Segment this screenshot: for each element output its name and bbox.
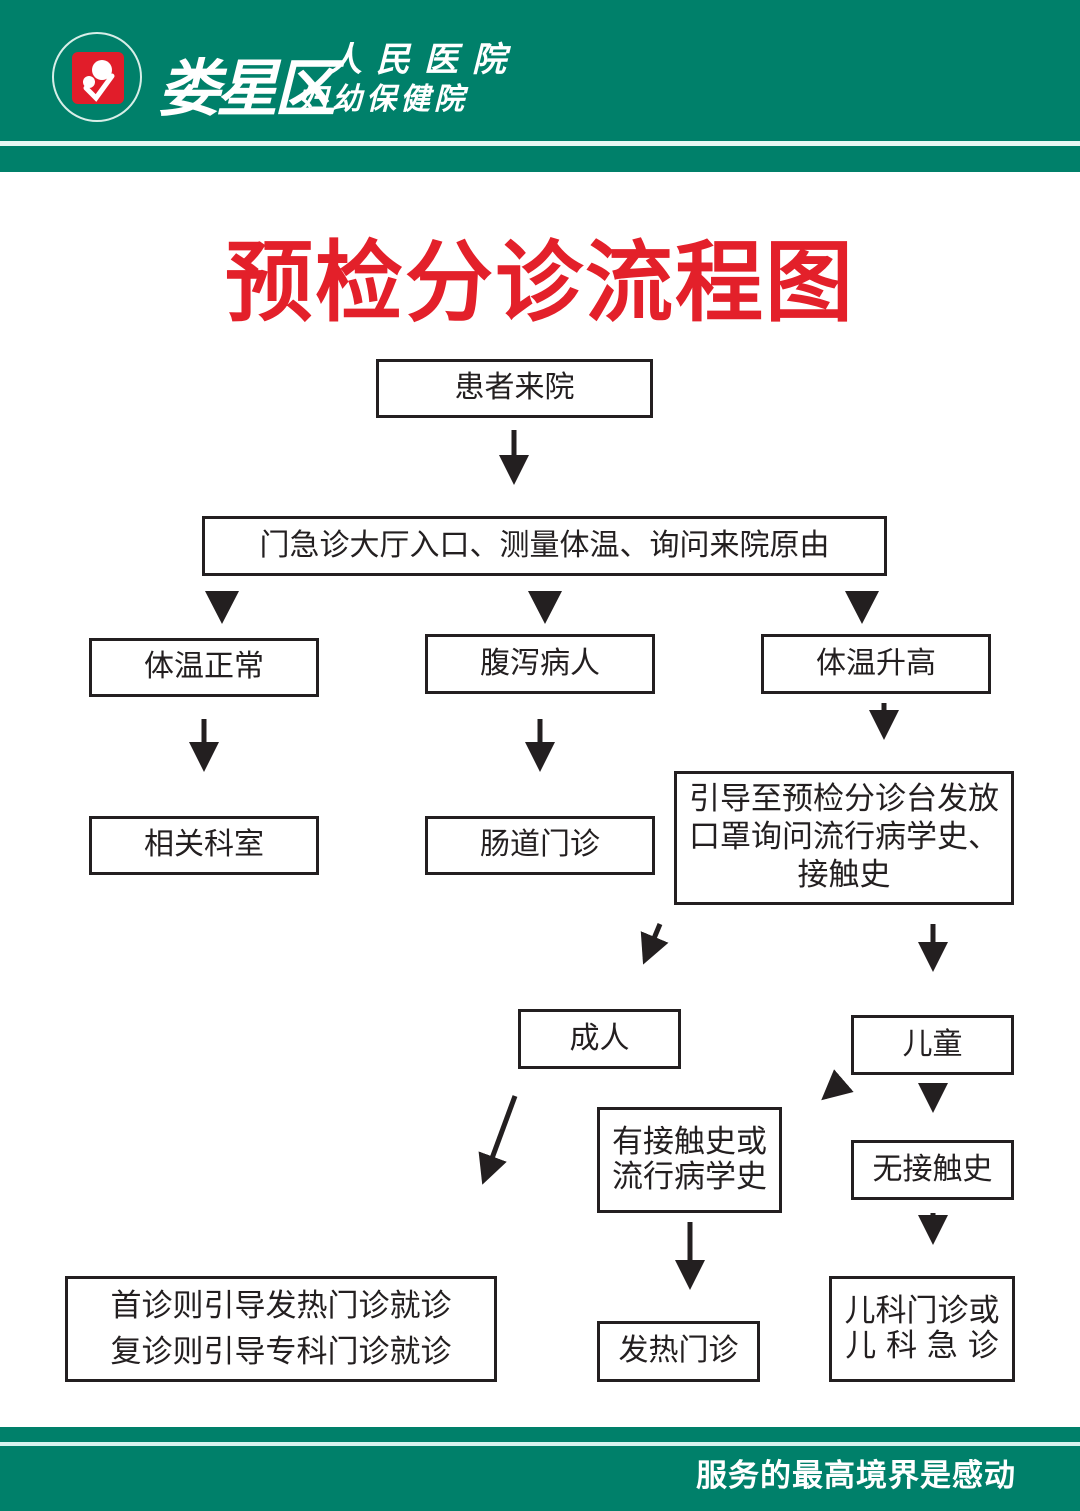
node-label: 发热门诊 [618, 1333, 739, 1369]
node-label: 体温正常 [144, 649, 264, 685]
arrowhead-high [845, 591, 879, 624]
node-adult-guidance: 首诊则引导发热门诊就诊 复诊则引导专科门诊就诊 [65, 1276, 497, 1382]
node-triage-desk: 引导至预检分诊台发放 口罩询问流行病学史、 接触史 [674, 771, 1014, 905]
node-no-contact: 无接触史 [851, 1140, 1014, 1200]
node-high-temp: 体温升高 [761, 634, 991, 694]
footer-divider [0, 1442, 1080, 1446]
node-label: 体温升高 [816, 645, 936, 681]
node-entry: 门急诊大厅入口、测量体温、询问来院原由 [202, 516, 887, 576]
node-label: 门急诊大厅入口、测量体温、询问来院原由 [259, 527, 830, 563]
node-has-contact: 有接触史或 流行病学史 [597, 1107, 782, 1213]
node-start: 患者来院 [376, 359, 653, 418]
logo-mark [72, 52, 124, 104]
node-label: 腹泻病人 [480, 645, 600, 681]
node-label: 无接触史 [872, 1151, 993, 1187]
node-label: 儿童 [902, 1026, 963, 1062]
arrow-child-contact [821, 1069, 854, 1101]
header-divider [0, 141, 1080, 146]
node-label: 儿科门诊或 儿 科 急 诊 [844, 1293, 1000, 1364]
arrow-triage-adult [640, 923, 669, 965]
node-fever-clinic: 发热门诊 [597, 1321, 760, 1382]
node-diarrhea: 腹泻病人 [425, 634, 655, 694]
page-title: 预检分诊流程图 [224, 231, 855, 334]
node-label: 相关科室 [144, 827, 264, 863]
node-intestinal-clinic: 肠道门诊 [425, 816, 655, 875]
node-label: 首诊则引导发热门诊就诊 复诊则引导专科门诊就诊 [110, 1287, 452, 1371]
node-label: 肠道门诊 [480, 827, 600, 863]
node-normal-temp: 体温正常 [89, 638, 319, 697]
arrowhead-diarrhea [528, 591, 562, 624]
node-label: 引导至预检分诊台发放 口罩询问流行病学史、 接触史 [689, 781, 999, 893]
node-label: 有接触史或 流行病学史 [612, 1124, 767, 1195]
node-label: 患者来院 [454, 370, 575, 406]
footer-band-lower [0, 1446, 1080, 1511]
node-adult: 成人 [518, 1009, 681, 1069]
arrowhead-normal [205, 591, 239, 624]
node-pediatric: 儿科门诊或 儿 科 急 诊 [829, 1276, 1015, 1382]
header-band-lower [0, 146, 1080, 172]
arrow-adult-guidance [478, 1095, 518, 1185]
footer-slogan: 服务的最高境界是感动 [696, 1458, 1016, 1494]
hospital-name-line2: 妇幼保健院 [298, 82, 468, 117]
node-child: 儿童 [851, 1015, 1014, 1075]
header-band [0, 0, 1080, 141]
hospital-name-main: 娄星区 [158, 52, 336, 125]
hospital-name-line1: 人民医院 [328, 40, 520, 80]
hospital-logo-icon [52, 32, 142, 122]
node-label: 成人 [569, 1020, 630, 1056]
footer-band [0, 1427, 1080, 1442]
node-related-dept: 相关科室 [89, 816, 319, 875]
